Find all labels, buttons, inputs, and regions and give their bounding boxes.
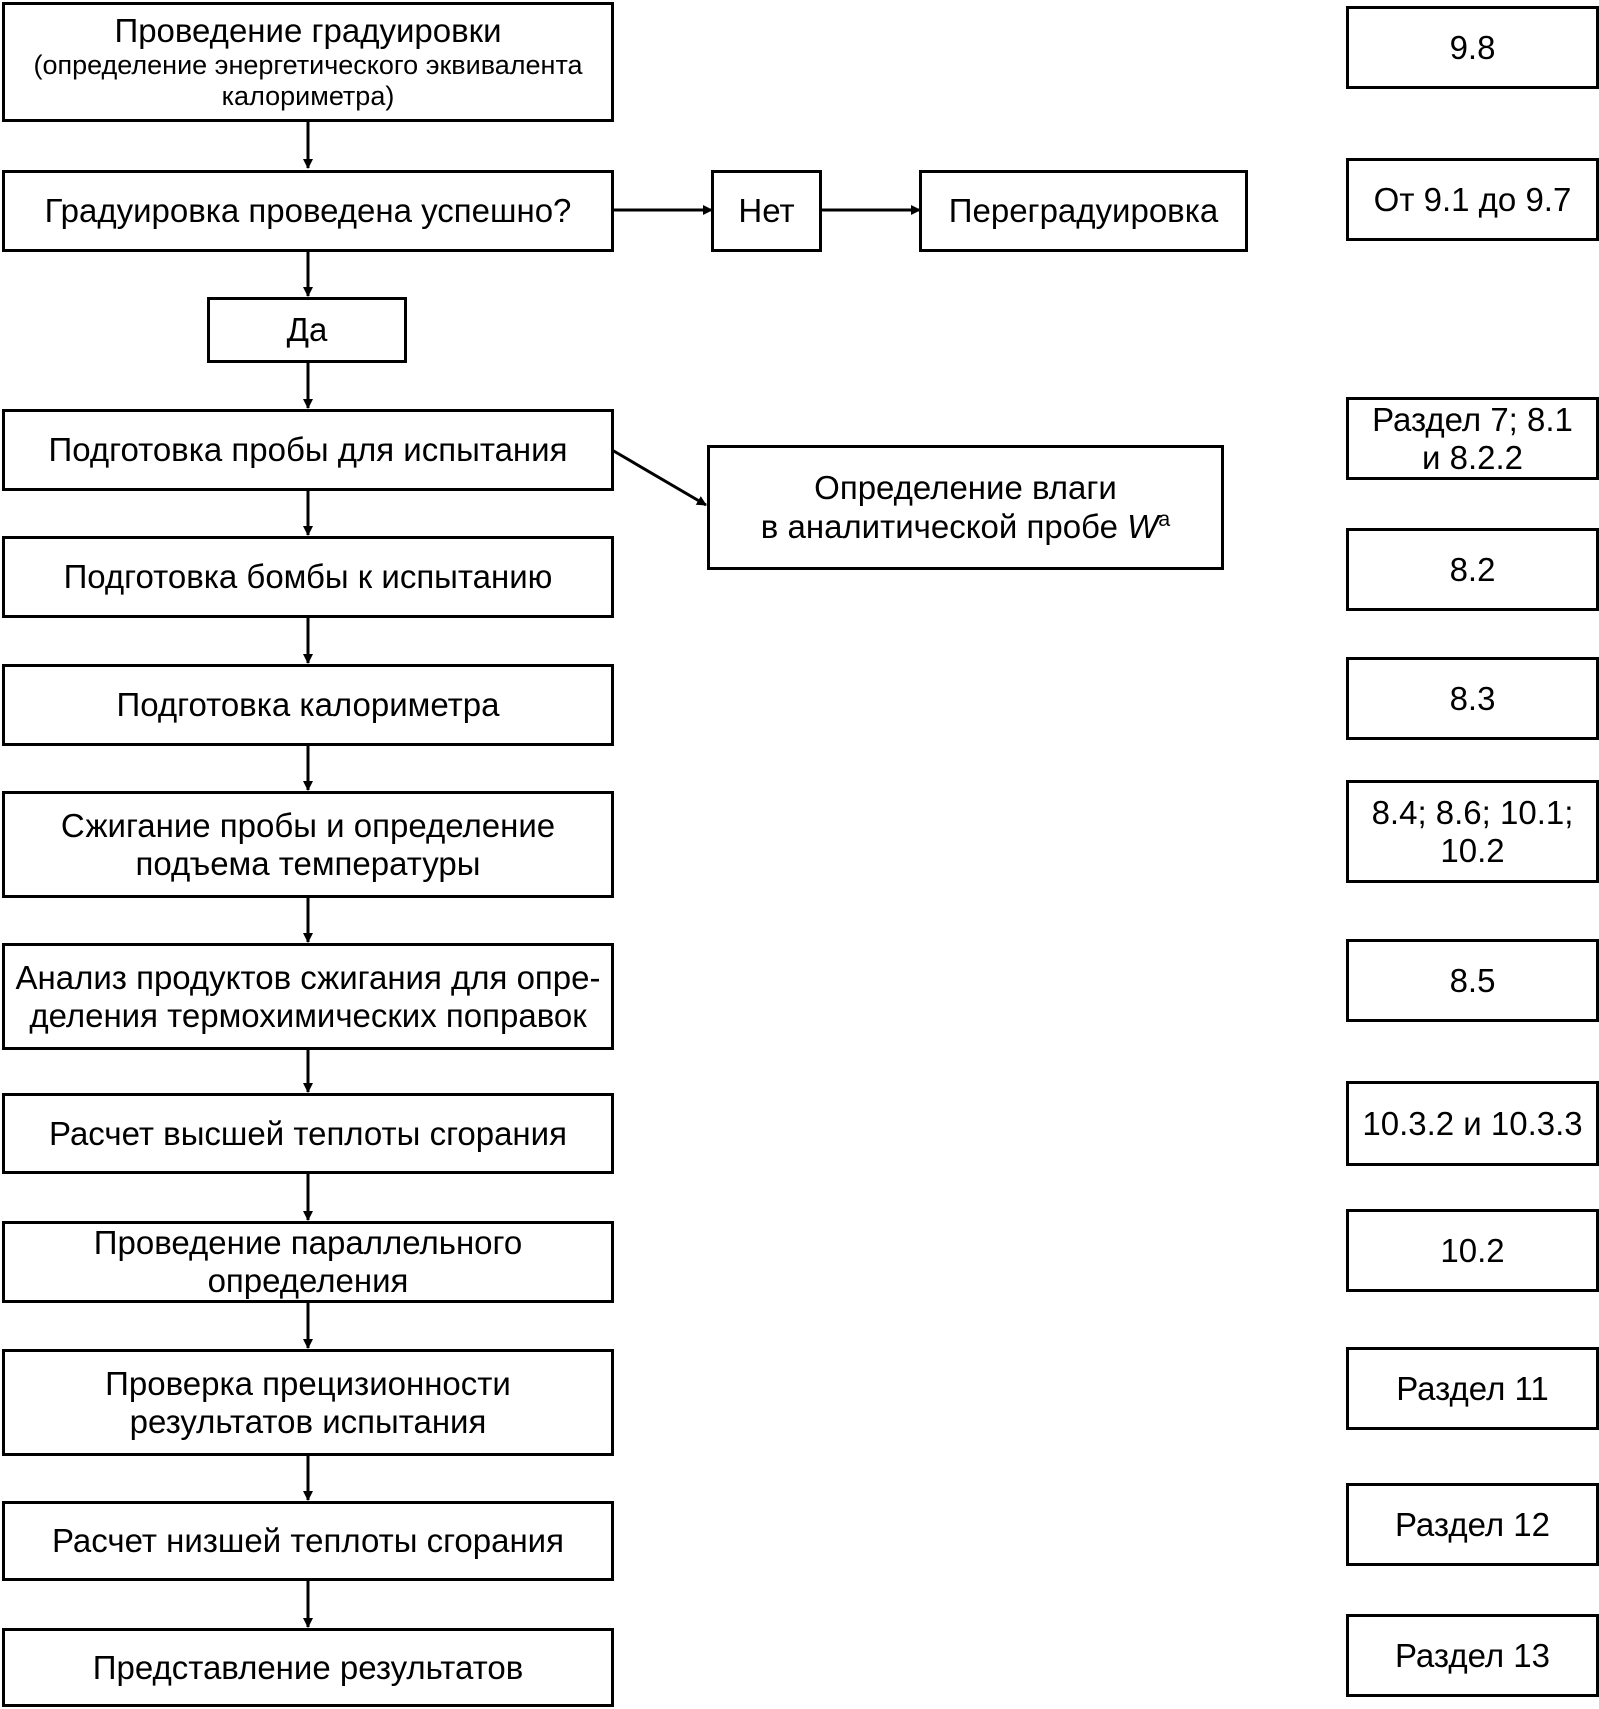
calibration-line1: Проведение градуировки: [114, 11, 502, 49]
calibration-line3: калориметра): [221, 80, 395, 111]
ref-line1: Раздел 11: [1396, 1369, 1549, 1407]
gross-heat-label: Расчет высшей теплоты сгорания: [49, 1114, 567, 1152]
ref-line1: 8.2: [1449, 550, 1496, 588]
ref-box: Раздел 7; 8.1 и 8.2.2: [1346, 397, 1599, 480]
ref-box: 10.2: [1346, 1209, 1599, 1292]
prep-bomb-label: Подготовка бомбы к испытанию: [63, 558, 553, 596]
report-box: Представление результатов: [2, 1628, 614, 1707]
ref-box: От 9.1 до 9.7: [1346, 158, 1599, 241]
combustion-box: Сжигание пробы и определение подъема тем…: [2, 791, 614, 898]
parallel-line1: Проведение параллельного: [93, 1224, 523, 1262]
parallel-box: Проведение параллельного определения: [2, 1221, 614, 1303]
ref-line1: 8.3: [1449, 679, 1496, 717]
ref-box: 8.2: [1346, 528, 1599, 611]
moisture-variable: W: [1127, 508, 1159, 545]
prep-sample-box: Подготовка пробы для испытания: [2, 409, 614, 491]
moisture-line2: в аналитической пробе: [760, 508, 1118, 545]
ref-box: 9.8: [1346, 6, 1599, 89]
combustion-line2: подъема температуры: [135, 844, 481, 882]
ref-line1: 8.4; 8.6; 10.1;: [1371, 793, 1574, 831]
combustion-line1: Сжигание пробы и определение: [60, 806, 556, 844]
yes-label: Да: [286, 311, 328, 349]
ref-box: Раздел 11: [1346, 1347, 1599, 1430]
ref-box: 10.3.2 и 10.3.3: [1346, 1081, 1599, 1166]
yes-box: Да: [207, 297, 407, 363]
prep-calorimeter-box: Подготовка калориметра: [2, 664, 614, 746]
ref-line1: Раздел 13: [1395, 1636, 1550, 1674]
ref-line1: 10.2: [1440, 1231, 1505, 1269]
ref-line1: Раздел 7; 8.1: [1372, 400, 1573, 438]
ref-line1: Раздел 12: [1395, 1505, 1550, 1543]
moisture-box: Определение влаги в аналитической пробе …: [707, 445, 1224, 570]
recalibration-label: Переградуировка: [948, 192, 1219, 230]
analysis-line1: Анализ продуктов сжигания для опре-: [15, 958, 601, 996]
moisture-line1: Определение влаги: [814, 469, 1117, 507]
ref-line1: 9.8: [1449, 28, 1496, 66]
parallel-line2: определения: [207, 1262, 409, 1299]
prep-calorimeter-label: Подготовка калориметра: [116, 686, 500, 724]
prep-sample-label: Подготовка пробы для испытания: [48, 431, 568, 469]
precision-box: Проверка прецизионности результатов испы…: [2, 1349, 614, 1456]
ref-box: Раздел 12: [1346, 1483, 1599, 1566]
no-label: Нет: [738, 192, 795, 230]
precision-line2: результатов испытания: [129, 1402, 487, 1440]
ref-line1: От 9.1 до 9.7: [1373, 180, 1572, 218]
calibration-check-box: Градуировка проведена успешно?: [2, 170, 614, 252]
net-heat-box: Расчет низшей теплоты сгорания: [2, 1501, 614, 1581]
analysis-line2: деления термохимических поправок: [29, 996, 587, 1034]
ref-box: 8.5: [1346, 939, 1599, 1022]
ref-box: 8.4; 8.6; 10.1; 10.2: [1346, 780, 1599, 883]
moisture-line2-wrap: в аналитической пробе Wa: [761, 507, 1170, 546]
ref-line1: 8.5: [1449, 961, 1496, 999]
calibration-line2: (определение энергетического эквивалента: [33, 49, 583, 80]
calibration-check-label: Градуировка проведена успешно?: [44, 192, 572, 230]
prep-bomb-box: Подготовка бомбы к испытанию: [2, 536, 614, 618]
arrow-prep-sample-to-moisture: [611, 448, 707, 507]
analysis-box: Анализ продуктов сжигания для опре- деле…: [2, 943, 614, 1050]
calibration-box: Проведение градуировки (определение энер…: [2, 2, 614, 122]
ref-box: 8.3: [1346, 657, 1599, 740]
net-heat-label: Расчет низшей теплоты сгорания: [52, 1522, 564, 1560]
moisture-superscript: a: [1158, 507, 1171, 531]
no-box: Нет: [711, 170, 822, 252]
ref-line2: 10.2: [1440, 831, 1505, 869]
report-label: Представление результатов: [92, 1648, 524, 1686]
ref-line1: 10.3.2 и 10.3.3: [1362, 1104, 1583, 1142]
recalibration-box: Переградуировка: [919, 170, 1248, 252]
gross-heat-box: Расчет высшей теплоты сгорания: [2, 1093, 614, 1174]
precision-line1: Проверка прецизионности: [105, 1364, 511, 1402]
ref-line2: и 8.2.2: [1422, 438, 1523, 476]
ref-box: Раздел 13: [1346, 1614, 1599, 1697]
